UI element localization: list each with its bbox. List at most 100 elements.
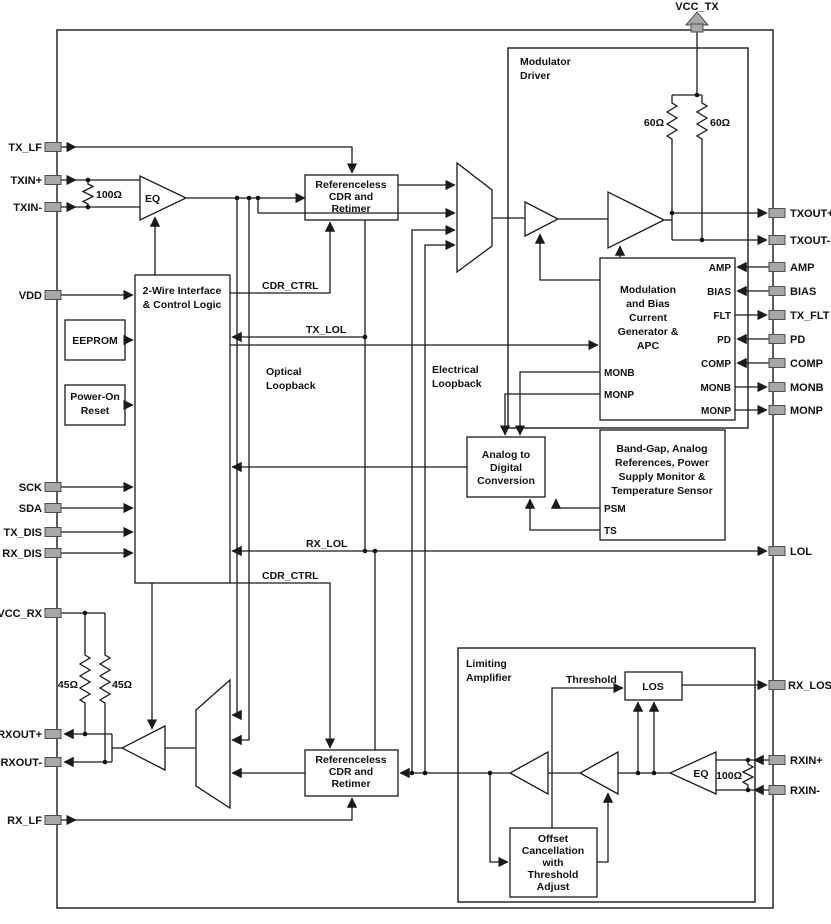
junction-dot: [85, 177, 91, 183]
pin-label-sda: SDA: [19, 503, 42, 515]
pads-layer: [44, 11, 786, 825]
pin-label-rx-dis: RX_DIS: [2, 548, 42, 560]
signal-electrical-loopback-2: Loopback: [432, 378, 482, 390]
rx-gain-amp-1: [508, 750, 549, 796]
wire-monb-to-adc: [514, 371, 600, 436]
inner-pin-monp-r: MONP: [701, 406, 731, 417]
pad-pd: [768, 334, 786, 344]
inner-pin-comp: COMP: [701, 359, 731, 370]
mod-bias-label-2: and Bias: [626, 298, 670, 310]
junction-dots-layer: [82, 92, 751, 793]
bandgap-label-2: References, Power: [615, 457, 709, 469]
signal-optical-loopback-2: Loopback: [266, 380, 316, 392]
pin-label-rxin-p: RXIN+: [790, 755, 823, 767]
pin-label-txin-n: TXIN-: [13, 202, 42, 214]
junction-dot: [651, 770, 657, 776]
pad-bias: [768, 286, 786, 296]
junction-dot: [102, 759, 108, 765]
chip-outline: [56, 29, 774, 909]
tx-cdr-label-2: CDR and: [329, 191, 373, 203]
wire-optical-loopback-1: [231, 198, 242, 721]
rx-gain-amp-2: [578, 750, 619, 796]
pad-tx-flt: [768, 310, 786, 320]
signal-electrical-loopback-1: Electrical: [432, 364, 479, 376]
pin-label-monb: MONB: [790, 382, 824, 394]
junction-dot: [635, 770, 641, 776]
pad-vcc-tx: [684, 11, 710, 26]
adc-label-1: Analog to: [482, 449, 530, 461]
junction-dot: [409, 770, 415, 776]
por-label-1: Power-On: [70, 391, 120, 403]
pin-label-vcc-tx: VCC_TX: [675, 1, 719, 13]
labels-layer: VCC_TX TX_LF TXIN+ TXIN- VDD SCK SDA TX_…: [0, 1, 831, 893]
pin-label-tx-flt: TX_FLT: [790, 310, 830, 322]
modulator-driver-box: [507, 47, 749, 429]
pin-label-bias: BIAS: [790, 286, 816, 298]
offset-label-5: Adjust: [537, 881, 570, 893]
resistor-100ohm-tx: [81, 180, 95, 207]
rx-cdr-block: [304, 749, 399, 797]
limiting-amp-label-1: Limiting: [466, 658, 507, 670]
rx-output-amp: [120, 724, 166, 772]
pad-rx-lf: [44, 815, 62, 825]
rx-mux: [195, 678, 231, 810]
pad-vdd: [44, 290, 62, 300]
pad-rxout-n: [44, 757, 62, 767]
los-label: LOS: [642, 681, 664, 693]
wire-optical-loopback-2: [231, 198, 250, 746]
inner-pin-ts: TS: [604, 526, 617, 537]
pin-label-monp: MONP: [790, 405, 823, 417]
blocks-layer: [56, 29, 774, 909]
tx-eq-label: EQ: [145, 193, 160, 205]
pin-label-txin-p: TXIN+: [11, 175, 42, 187]
tx-eq-amp: [139, 174, 188, 222]
wire-electrical-loopback-1: [411, 224, 456, 773]
tx-cdr-label-1: Referenceless: [315, 179, 386, 191]
resistor-45ohm-b: [98, 613, 112, 762]
pad-sda: [44, 503, 62, 513]
wires-layer: [61, 31, 769, 868]
wire-cdr-ctrl-tx: [230, 221, 336, 294]
pin-label-amp: AMP: [790, 262, 814, 274]
junction-dot: [362, 334, 368, 340]
pin-label-vdd: VDD: [19, 290, 42, 302]
junction-dot: [487, 770, 493, 776]
pin-label-comp: COMP: [790, 358, 823, 370]
pin-label-vcc-rx: VCC_RX: [0, 608, 43, 620]
power-on-reset-block: [64, 384, 126, 426]
rx-cdr-label-2: CDR and: [329, 766, 373, 778]
junction-dot: [234, 195, 240, 201]
modulation-bias-apc-block: [599, 257, 736, 421]
offset-label-2: Cancellation: [522, 845, 584, 857]
signal-cdr-ctrl-rx: CDR_CTRL: [262, 570, 319, 582]
resistor-60ohm-a: [665, 95, 679, 213]
junction-dot: [85, 204, 91, 210]
two-wire-label-1: 2-Wire Interface: [143, 285, 222, 297]
offset-cancellation-block: [509, 827, 598, 898]
wire-ts-to-adc: [524, 498, 600, 531]
pin-label-pd: PD: [790, 334, 805, 346]
pad-lol: [768, 546, 786, 556]
signal-threshold: Threshold: [566, 674, 617, 686]
resistor-label-100-tx: 100Ω: [96, 189, 122, 201]
junction-dot: [82, 731, 88, 737]
inner-pin-bias: BIAS: [707, 287, 731, 298]
pin-label-rxout-n: RXOUT-: [0, 757, 42, 769]
rx-eq-label: EQ: [693, 768, 708, 780]
junction-dot: [745, 787, 751, 793]
wire-threshold: [551, 682, 624, 828]
pad-rxin-n: [768, 785, 786, 795]
pad-comp: [768, 358, 786, 368]
inner-pin-flt: FLT: [713, 311, 731, 322]
mod-bias-label-1: Modulation: [620, 284, 676, 296]
inner-pin-monb-l: MONB: [604, 368, 635, 379]
wire-psm-to-adc: [550, 498, 600, 509]
pad-monb: [768, 382, 786, 392]
resistor-label-60-a: 60Ω: [644, 117, 664, 129]
resistor-label-45-a: 45Ω: [58, 679, 78, 691]
inner-pin-amp: AMP: [709, 263, 732, 274]
tx-mux: [456, 161, 493, 274]
junction-dot: [669, 210, 675, 216]
